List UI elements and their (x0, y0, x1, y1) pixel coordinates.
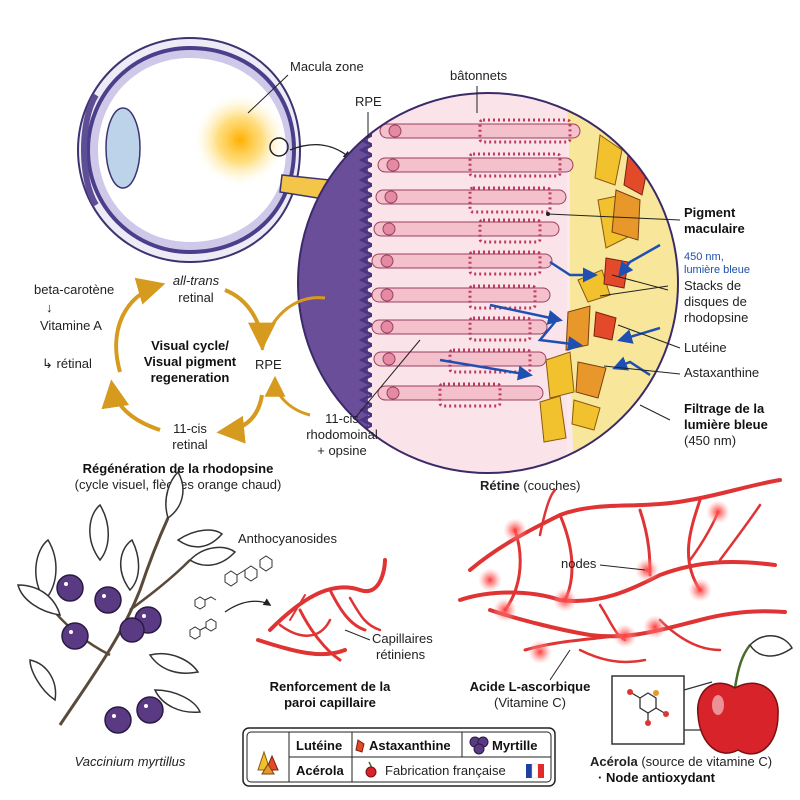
blue-light-arrows (439, 243, 661, 381)
rpe-retina-label: RPE (355, 94, 382, 109)
stacks-label-2: disques de (684, 294, 747, 309)
reinforce-label-1: Renforcement de la (270, 679, 391, 694)
species-label: Vaccinium myrtillus (75, 754, 186, 769)
rhodopsin-label-2: rhodomoinal (306, 427, 378, 442)
legend-cherry-icon (365, 761, 377, 778)
macula-zone-label: Macula zone (290, 59, 364, 74)
anthocyanosides-molecules (189, 555, 273, 640)
astaxanthin-label: Astaxanthine (684, 365, 759, 380)
cycle-center-3: regeneration (151, 370, 230, 385)
filter-label-2: lumière bleue (684, 417, 768, 432)
rpe-cycle-label: RPE (255, 357, 282, 372)
retina-labels: bâtonnets RPE Pigment maculaire 450 nm, … (355, 68, 768, 493)
cis-retinal-1: 11-cis (173, 421, 207, 436)
french-flag-icon (526, 763, 544, 779)
ascorbic-molecule-box (611, 675, 713, 745)
anthocyanosides-label: Anthocyanosides (238, 531, 338, 546)
pigment-crystals (539, 134, 649, 443)
rods-label: bâtonnets (450, 68, 508, 83)
lutein-label: Lutéine (684, 340, 727, 355)
cycle-caption-1: Régénération de la rhodopsine (83, 461, 274, 476)
capillary-network-small (256, 558, 387, 662)
node-antioxidant-label: · Node antioxydant (598, 770, 716, 785)
macula-glow (195, 95, 285, 185)
bilberry-berries (56, 574, 164, 734)
antioxidant-nodes (478, 500, 730, 664)
bilberry-leaves (17, 470, 237, 713)
wavelength-label-1: 450 nm, (684, 251, 724, 263)
cycle-center-2: Visual pigment (144, 354, 237, 369)
legend-myrtille: Myrtille (492, 738, 538, 753)
nodes-label: nodes (561, 556, 597, 571)
pigment-label-1: Pigment (684, 205, 736, 220)
arrow-down-glyph: ↓ (46, 300, 53, 315)
legend-made-in: Fabrication française (385, 763, 506, 778)
legend-astaxanthin-icon (355, 739, 365, 753)
legend-acerola: Acérola (296, 763, 344, 778)
legend-box: Lutéine Astaxanthine Myrtille Acérola Fa… (242, 727, 556, 787)
visual-cycle: beta-carotène ↓ Vitamine A ↳ rétinal all… (34, 273, 421, 492)
photoreceptor-cells (371, 118, 581, 408)
wavelength-label-2: lumière bleue (684, 264, 750, 276)
antioxidant-network: nodes Acide L-ascorbique (Vitamine C) (458, 478, 787, 710)
filter-label-3: (450 nm) (684, 433, 736, 448)
eye-diagram: Macula zone (76, 36, 364, 264)
rhodopsin-label-1: 11-cis (325, 411, 359, 426)
zoom-circle (269, 137, 289, 157)
retinal-label: ↳ rétinal (42, 356, 92, 371)
capillaries-label-1: Capillaires (372, 631, 433, 646)
acid-label-2: (Vitamine C) (494, 695, 566, 710)
acerola-cherry (697, 635, 793, 755)
vitamin-a-label: Vitamine A (40, 318, 102, 333)
all-trans-label-1: all-trans (173, 273, 220, 288)
acerola-caption: Acérola (source de vitamine C) (590, 754, 772, 769)
all-trans-label-2: retinal (178, 290, 214, 305)
capillaries-label-2: rétiniens (376, 647, 426, 662)
legend-berry-icon (469, 736, 489, 755)
reinforce-label-2: paroi capillaire (284, 695, 376, 710)
stacks-label-1: Stacks de (684, 278, 741, 293)
beta-carotene-label: beta-carotène (34, 282, 114, 297)
filter-label-1: Filtrage de la (684, 401, 765, 416)
legend-astaxanthin: Astaxanthine (369, 738, 451, 753)
pigment-label-2: maculaire (684, 221, 745, 236)
acid-label-1: Acide L-ascorbique (470, 679, 591, 694)
cycle-center-1: Visual cycle/ (151, 338, 229, 353)
rhodopsin-label-3: + opsine (317, 443, 367, 458)
stacks-label-3: rhodopsine (684, 310, 748, 325)
legend-crystal-icon (257, 750, 279, 775)
cis-retinal-2: retinal (172, 437, 208, 452)
bilberry-illustration: Vaccinium myrtillus (17, 470, 237, 769)
legend-lutein: Lutéine (296, 738, 342, 753)
retina-caption: Rétine (couches) (480, 478, 580, 493)
